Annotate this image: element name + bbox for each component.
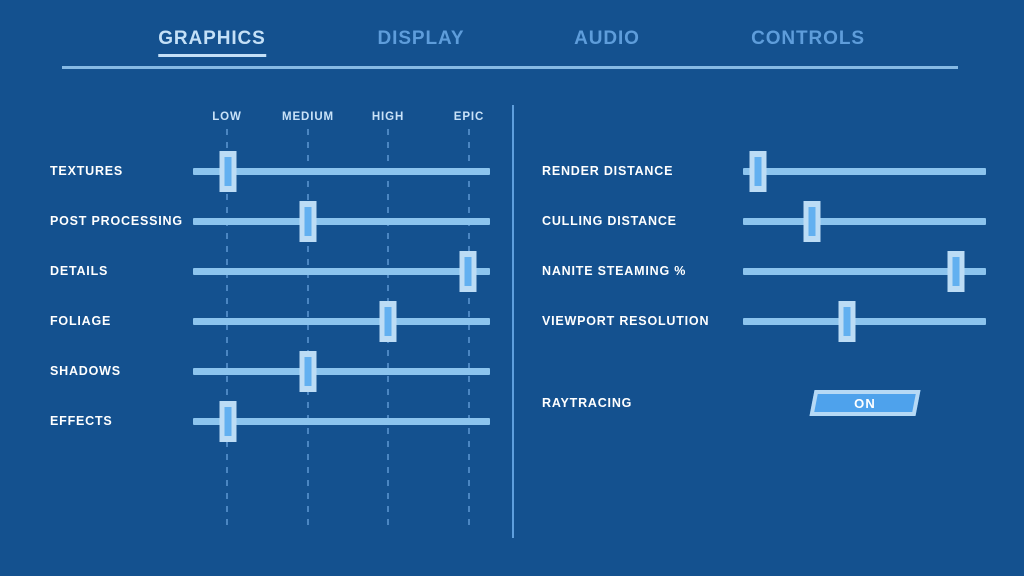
raytracing-row: RAYTRACING ON (0, 385, 1024, 421)
slider-row: POST PROCESSING (0, 200, 1024, 242)
slider-track[interactable] (193, 167, 490, 175)
slider-handle[interactable] (299, 200, 317, 242)
slider-row: TEXTURES (0, 150, 1024, 192)
slider-handle[interactable] (749, 150, 767, 192)
settings-tab-bar: GRAPHICS DISPLAY AUDIO CONTROLS (0, 0, 1024, 70)
slider-row: FOLIAGE (0, 300, 1024, 342)
slider-track[interactable] (193, 317, 490, 325)
tab-graphics[interactable]: GRAPHICS (158, 28, 266, 57)
slider-track[interactable] (193, 217, 490, 225)
slider-row: VIEWPORT RESOLUTION (0, 300, 1024, 342)
slider-track[interactable] (743, 167, 986, 175)
slider-label-effects: EFFECTS (50, 414, 113, 428)
slider-handle[interactable] (838, 300, 856, 342)
slider-handle[interactable] (219, 400, 237, 442)
slider-track[interactable] (743, 267, 986, 275)
slider-label-culling-distance: CULLING DISTANCE (542, 214, 677, 228)
slider-label-textures: TEXTURES (50, 164, 124, 178)
slider-handle[interactable] (379, 300, 397, 342)
slider-track[interactable] (193, 267, 490, 275)
slider-label-nanite-steaming: NANITE STEAMING % (542, 264, 687, 278)
raytracing-label: RAYTRACING (542, 396, 633, 410)
slider-label-foliage: FOLIAGE (50, 314, 112, 328)
slider-handle[interactable] (459, 250, 477, 292)
slider-track[interactable] (743, 317, 986, 325)
tier-guide-epic (468, 129, 470, 527)
raytracing-toggle[interactable]: ON (809, 390, 921, 416)
tier-guide-low (226, 129, 228, 527)
tier-label-high: HIGH (371, 111, 405, 123)
slider-row: EFFECTS (0, 400, 1024, 442)
slider-track[interactable] (193, 367, 490, 375)
slider-row: NANITE STEAMING % (0, 250, 1024, 292)
tier-guide-medium (307, 129, 309, 527)
slider-row: CULLING DISTANCE (0, 200, 1024, 242)
slider-handle[interactable] (803, 200, 821, 242)
tab-display[interactable]: DISPLAY (377, 28, 465, 49)
slider-label-post-processing: POST PROCESSING (50, 214, 183, 228)
raytracing-toggle-value: ON (854, 395, 876, 411)
slider-label-render-distance: RENDER DISTANCE (542, 164, 674, 178)
slider-track[interactable] (743, 217, 986, 225)
slider-row: RENDER DISTANCE (0, 150, 1024, 192)
header-divider (62, 66, 958, 69)
tab-audio[interactable]: AUDIO (574, 28, 640, 49)
tier-label-medium: MEDIUM (281, 111, 335, 123)
slider-label-shadows: SHADOWS (50, 364, 121, 378)
slider-row: DETAILS (0, 250, 1024, 292)
slider-label-details: DETAILS (50, 264, 109, 278)
slider-track[interactable] (193, 417, 490, 425)
tier-label-epic: EPIC (453, 111, 485, 123)
slider-label-viewport-resolution: VIEWPORT RESOLUTION (542, 314, 710, 328)
tier-label-low: LOW (212, 111, 242, 123)
slider-row: SHADOWS (0, 350, 1024, 392)
slider-handle[interactable] (947, 250, 965, 292)
column-divider (512, 105, 514, 538)
tab-controls[interactable]: CONTROLS (751, 28, 865, 49)
slider-handle[interactable] (219, 150, 237, 192)
slider-handle[interactable] (299, 350, 317, 392)
